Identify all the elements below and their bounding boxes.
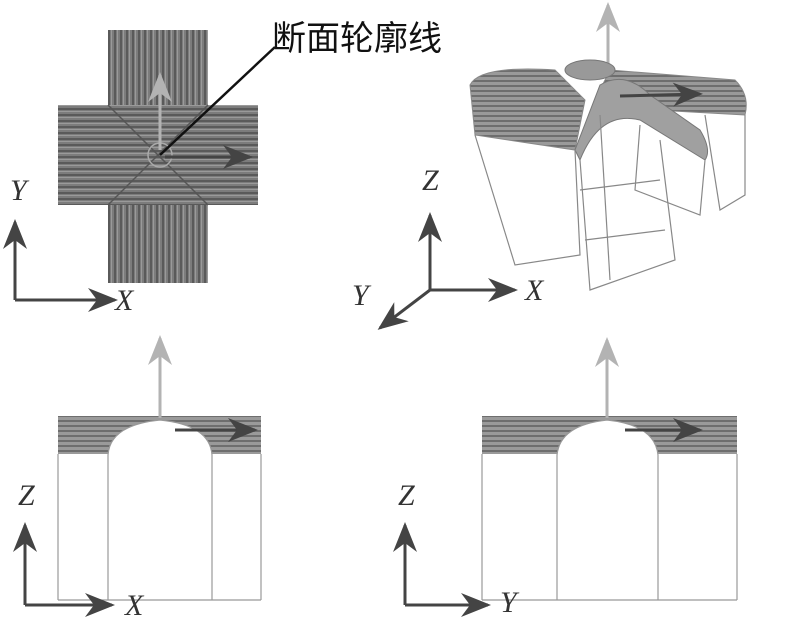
vault-band-left	[469, 68, 586, 151]
front-view: Z X	[12, 335, 262, 622]
callout-leader-line	[159, 46, 276, 156]
axis-z-label: Z	[422, 164, 439, 197]
axis-y-arrow	[377, 288, 431, 330]
top-view: Y X	[2, 30, 276, 317]
vault-crown	[564, 59, 616, 81]
callout-label: 断面轮廓线	[272, 19, 442, 59]
axis-y-label: Y	[352, 279, 372, 312]
iso-view: Z X Y	[352, 2, 747, 330]
axis-x-label: X	[114, 284, 135, 317]
side-view: Z Y	[393, 337, 738, 619]
vault-front-surface	[574, 78, 709, 162]
axis-x-label: X	[524, 274, 545, 307]
axis-z-label: Z	[18, 479, 35, 512]
mitre-line	[107, 104, 209, 206]
arch-opening	[556, 419, 659, 600]
axis-y-label: Y	[10, 174, 30, 207]
axis-y-label: Y	[500, 586, 520, 619]
arch-opening	[107, 419, 213, 600]
axis-x-label: X	[124, 589, 145, 622]
wireframe-legs	[474, 114, 746, 291]
axis-z-label: Z	[398, 479, 415, 512]
model-x-arrow	[619, 82, 703, 107]
